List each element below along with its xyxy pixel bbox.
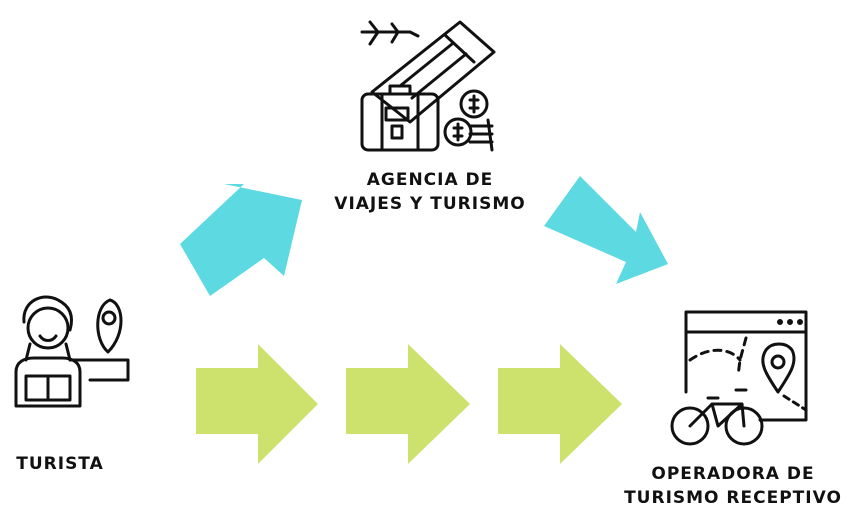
arrow-direct-3	[498, 344, 622, 464]
turista-label: TURISTA	[16, 454, 104, 474]
arrow-turista-to-agencia	[180, 184, 302, 296]
agencia-label-line2: VIAJES Y TURISMO	[334, 194, 526, 214]
travel-luggage-ticket-icon	[360, 20, 496, 152]
node-label-turista: TURISTA	[0, 452, 120, 476]
arrow-agencia-to-operadora	[544, 176, 668, 284]
bike-route-map-icon	[670, 310, 808, 446]
operadora-label-line2: TURISMO RECEPTIVO	[624, 488, 842, 508]
node-label-operadora: OPERADORA DE TURISMO RECEPTIVO	[608, 462, 858, 510]
operadora-label-line1: OPERADORA DE	[651, 464, 815, 484]
arrow-direct-1	[196, 344, 318, 464]
arrow-direct-2	[346, 344, 470, 464]
node-label-agencia: AGENCIA DE VIAJES Y TURISMO	[300, 168, 560, 216]
tourist-with-map-icon	[14, 295, 130, 408]
agencia-label-line1: AGENCIA DE	[366, 170, 494, 190]
